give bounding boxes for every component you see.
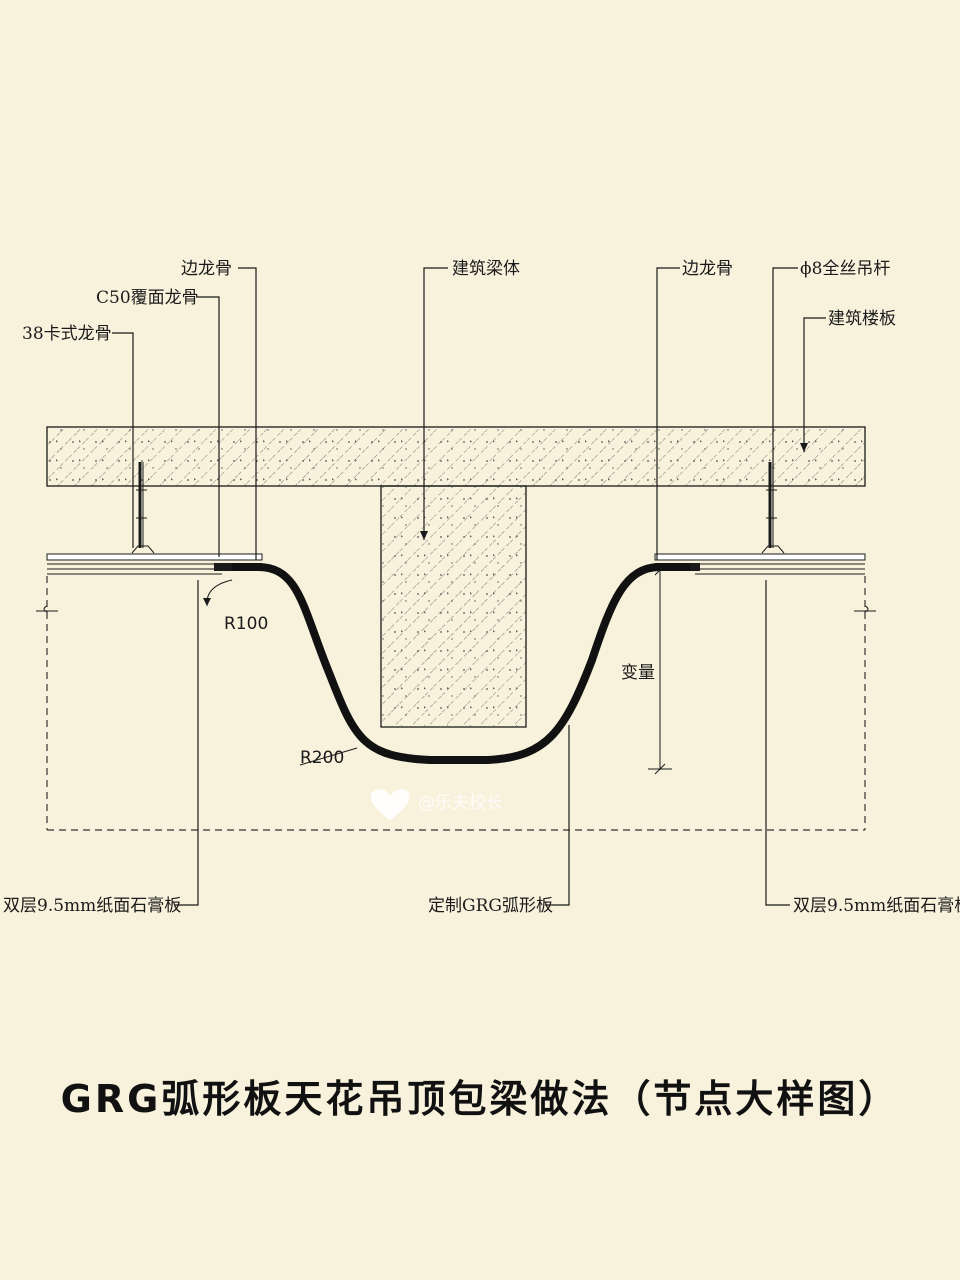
floor-slab: [46, 426, 866, 487]
label-floor-slab: 建筑楼板: [828, 309, 896, 329]
hanger-rod-left: [131, 462, 155, 554]
label-variable: 变量: [621, 663, 655, 683]
label-38-card-keel: 38卡式龙骨: [22, 324, 112, 344]
gypsum-board-left: [46, 553, 263, 575]
label-gypsum-right: 双层9.5mm纸面石膏板: [793, 895, 960, 916]
radius-r100-mark: [203, 579, 233, 607]
label-edge-keel-right: 边龙骨: [682, 259, 733, 279]
label-c50-keel: C50覆面龙骨: [96, 288, 199, 308]
label-gypsum-left: 双层9.5mm纸面石膏板: [3, 895, 181, 916]
leaders-bottom: [175, 580, 790, 906]
label-r100: R100: [224, 614, 268, 634]
leaders-top: [112, 267, 826, 560]
dashed-boundary: [46, 576, 866, 831]
page-caption: GRG弧形板天花吊顶包梁做法（节点大样图）: [60, 1077, 900, 1121]
label-grg-panel: 定制GRG弧形板: [428, 896, 553, 916]
building-beam: [380, 485, 527, 728]
radius-r200-leader: [299, 747, 358, 766]
grg-curved-panel: [232, 563, 690, 764]
label-edge-keel-left: 边龙骨: [181, 259, 232, 279]
watermark-text: @乐夫校长: [418, 793, 503, 813]
label-hanger-rod: ϕ8全丝吊杆: [800, 259, 890, 279]
variable-dimension: [648, 564, 672, 775]
label-beam: 建筑梁体: [452, 259, 520, 279]
heart-icon: [370, 789, 410, 820]
watermark: @乐夫校长: [370, 789, 503, 820]
label-r200: R200: [300, 748, 344, 768]
